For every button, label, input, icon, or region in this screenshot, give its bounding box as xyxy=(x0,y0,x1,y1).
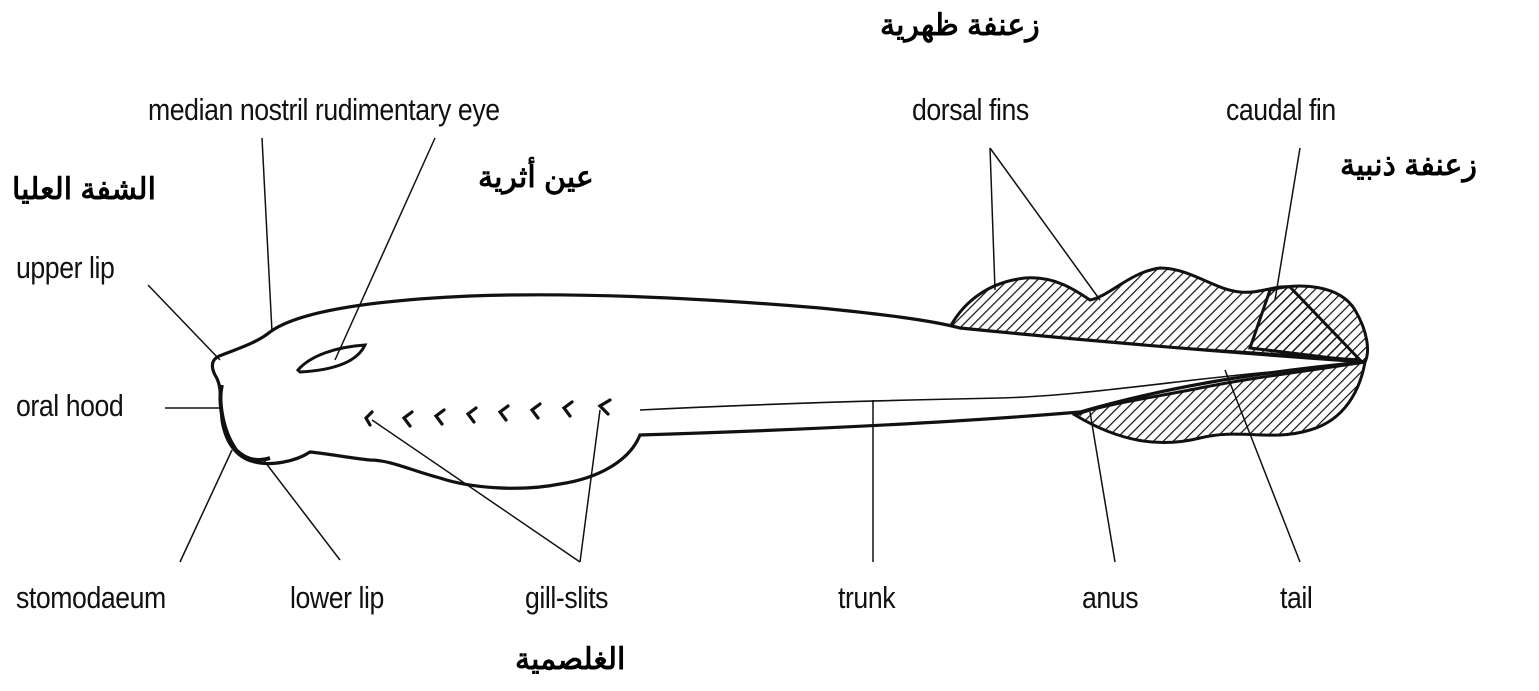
anus-label: anus xyxy=(1082,580,1138,616)
trunk-label: trunk xyxy=(838,580,895,616)
arabic-dorsal-fin-label: زعنفة ظهرية xyxy=(880,8,1040,43)
arabic-caudal-fin-label: زعنفة ذنبية xyxy=(1340,148,1477,183)
arabic-upper-lip-label: الشفة العليا xyxy=(12,172,156,207)
arabic-gills-label: الغلصمية xyxy=(515,642,625,677)
arabic-rudimentary-eye-label: عين أثرية xyxy=(478,160,594,195)
gill-slits-label: gill-slits xyxy=(525,580,608,616)
upper-lip-label: upper lip xyxy=(16,250,114,286)
stomodaeum-label: stomodaeum xyxy=(16,580,166,616)
lower-lip-label: lower lip xyxy=(290,580,384,616)
caudal-fin-label: caudal fin xyxy=(1226,92,1336,128)
dorsal-fins-label: dorsal fins xyxy=(912,92,1029,128)
caudal-fin-upper-shape xyxy=(1250,286,1368,362)
oral-hood-label: oral hood xyxy=(16,388,123,424)
median-nostril-rudimentary-eye-label: median nostril rudimentary eye xyxy=(148,92,500,128)
tail-label: tail xyxy=(1280,580,1312,616)
